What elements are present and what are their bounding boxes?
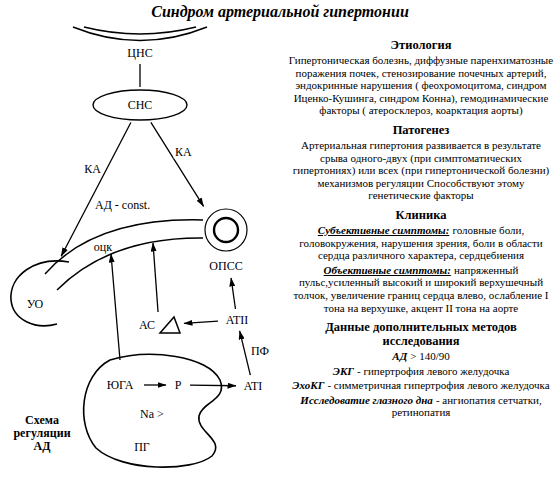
- section-text: ЭхоКГ- симметричная гипертрофия левого ж…: [288, 379, 554, 392]
- node-text: оцк: [93, 241, 113, 254]
- node-text: ЦНС: [126, 47, 153, 60]
- connector: [153, 243, 158, 312]
- page-title: Синдром артериальной гипертонии: [0, 2, 560, 21]
- section-heading: Клиника: [288, 208, 554, 222]
- connector: [184, 321, 218, 323]
- connector: [151, 122, 204, 206]
- resistance-circle: ОПСС: [200, 208, 252, 276]
- section-heading: Этиология: [288, 38, 554, 52]
- node-text: УО: [26, 298, 45, 311]
- pressure-note: АД - const.: [95, 199, 150, 212]
- edge-label: КА: [83, 163, 102, 176]
- edge-label: ПФ: [250, 345, 270, 358]
- schema-caption: Схема регуляции АД: [6, 414, 78, 453]
- text-run: Гипертоническая болезнь, диффузные парен…: [289, 54, 553, 116]
- section-heading: Данные дополнительных методов исследован…: [288, 320, 554, 348]
- node-text: ATII: [225, 314, 250, 327]
- node-text: СНС: [127, 99, 154, 112]
- node-text: ОПСС: [208, 260, 243, 273]
- hormone-label: ATI: [238, 377, 268, 395]
- node-text: ATI: [243, 380, 264, 393]
- node-text: ПГ: [133, 441, 151, 454]
- heart-curve: УО: [5, 258, 77, 332]
- section-text: Субъективные симптомы:головные боли, гол…: [288, 224, 554, 262]
- node-text: ЮГА: [106, 379, 135, 392]
- term: Объективные симптомы:: [324, 264, 451, 276]
- hormone-label: ATII: [220, 311, 254, 329]
- term: Исследоватие глазного дна: [300, 394, 433, 406]
- adrenal-triangle: АС: [136, 314, 182, 336]
- sns-ellipse: СНС: [92, 89, 188, 121]
- section-text: ЭКГ- гипертрофия левого желудочка: [288, 365, 554, 378]
- term: АД: [392, 350, 407, 362]
- connector: [190, 385, 236, 387]
- section-text: АД> 140/90: [288, 350, 554, 363]
- text-run: Данные дополнительных методов исследован…: [325, 320, 517, 348]
- connector: [61, 123, 131, 257]
- text-run: Патогенез: [393, 123, 450, 137]
- text-column: ЭтиологияГипертоническая болезнь, диффуз…: [288, 32, 554, 421]
- text-run: - симметричная гипертрофия левого желудо…: [327, 379, 549, 391]
- connector: [231, 278, 235, 309]
- node-text: АС: [138, 319, 156, 332]
- kidney-shape: Na > ПГ ЮГА Р: [80, 352, 230, 470]
- text-run: Этиология: [391, 38, 452, 52]
- section-text: Артериальная гипертония развивается в ре…: [288, 139, 554, 202]
- uo-outline: [5, 258, 77, 332]
- vessel-band: оцк: [35, 212, 210, 302]
- section-text: Исследоватие глазного дна- ангиопатия се…: [288, 394, 554, 419]
- jga-label: ЮГА: [98, 376, 142, 394]
- term: Субъективные симптомы:: [318, 224, 449, 236]
- edge-label: КА: [174, 145, 193, 158]
- section-heading: Патогенез: [288, 123, 554, 137]
- node-text: Na >: [139, 408, 165, 421]
- text-run: Клиника: [396, 208, 447, 222]
- section-text: Гипертоническая болезнь, диффузные парен…: [288, 54, 554, 117]
- band-outline: [35, 212, 210, 302]
- section-text: Объективные симптомы:напряженный пульс,у…: [288, 264, 554, 314]
- term: ЭКГ: [333, 365, 354, 377]
- connector: [111, 254, 120, 360]
- text-run: - гипертрофия левого желудочка: [357, 365, 509, 377]
- text-run: > 140/90: [410, 350, 450, 362]
- connector: [144, 384, 166, 385]
- cns-arc: ЦНС: [70, 24, 210, 62]
- node-text: Р: [174, 379, 183, 392]
- term: ЭхоКГ: [292, 379, 324, 391]
- connector: [240, 331, 251, 375]
- connector: [139, 64, 140, 87]
- text-run: Артериальная гипертония развивается в ре…: [293, 139, 549, 201]
- renin-label: Р: [168, 376, 188, 394]
